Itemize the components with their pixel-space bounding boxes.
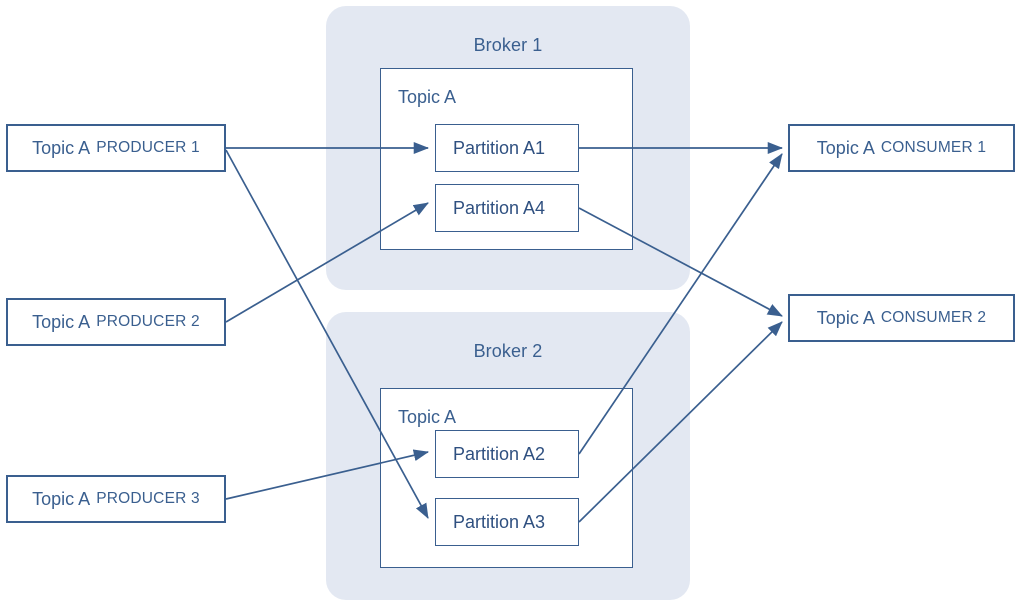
producer-2-role: PRODUCER 2 [96, 313, 200, 330]
consumer-2-box[interactable]: Topic A CONSUMER 2 [788, 294, 1015, 342]
partition-a1-box[interactable]: Partition A1 [435, 124, 579, 172]
partition-a3-label: Partition A3 [453, 511, 546, 532]
producer-3-box[interactable]: Topic A PRODUCER 3 [6, 475, 226, 523]
partition-a4-box[interactable]: Partition A4 [435, 184, 579, 232]
producer-3-role: PRODUCER 3 [96, 490, 200, 507]
producer-1-role: PRODUCER 1 [96, 139, 200, 156]
producer-3-topic: Topic A [32, 488, 91, 509]
producer-2-topic: Topic A [32, 311, 91, 332]
topic-label-broker-2: Topic A [398, 407, 457, 427]
consumer-1-role: CONSUMER 1 [880, 139, 987, 156]
consumer-1-box[interactable]: Topic A CONSUMER 1 [788, 124, 1015, 172]
consumer-2-topic: Topic A [816, 307, 875, 328]
producer-1-topic: Topic A [32, 137, 91, 158]
partition-a1-label: Partition A1 [453, 137, 546, 158]
partition-a3-box[interactable]: Partition A3 [435, 498, 579, 546]
broker-title-1: Broker 1 [473, 35, 543, 55]
consumer-1-topic: Topic A [816, 137, 875, 158]
partition-a2-label: Partition A2 [453, 443, 546, 464]
partition-a2-box[interactable]: Partition A2 [435, 430, 579, 478]
broker-title-2: Broker 2 [473, 341, 543, 361]
consumer-2-role: CONSUMER 2 [880, 309, 987, 326]
producer-2-box[interactable]: Topic A PRODUCER 2 [6, 298, 226, 346]
topic-label-broker-1: Topic A [398, 87, 457, 107]
producer-1-box[interactable]: Topic A PRODUCER 1 [6, 124, 226, 172]
partition-a4-label: Partition A4 [453, 197, 546, 218]
